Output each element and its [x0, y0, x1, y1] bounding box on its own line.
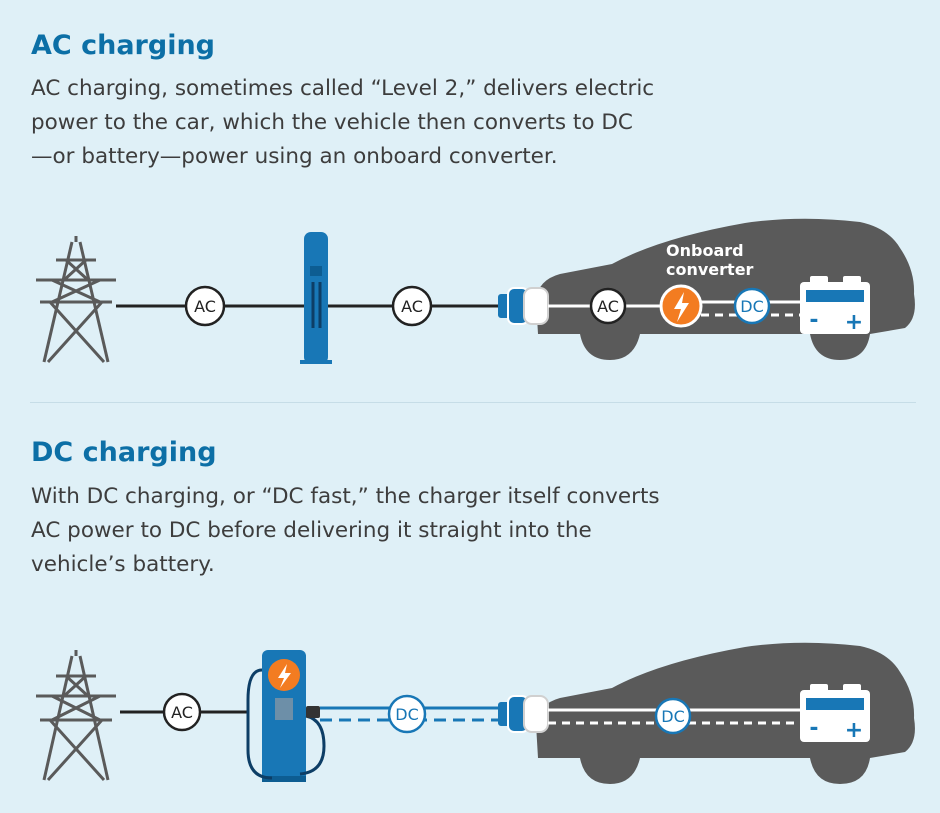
car-ac-current-badge: AC [589, 287, 627, 325]
ac-section-title: AC charging [31, 30, 216, 61]
dc-cable-current-label: DC [395, 705, 419, 724]
dc-desc-line-3: vehicle’s battery. [31, 552, 215, 577]
battery-minus-label: - [809, 716, 818, 741]
dc-charging-diagram: AC DC DC [36, 642, 915, 784]
battery-plus-label: + [845, 310, 863, 335]
car-dc-current-badge: DC [733, 287, 771, 325]
ac-grid-current-badge: AC [184, 285, 226, 327]
dc-section-title: DC charging [31, 437, 217, 468]
dc-desc-line-1: With DC charging, or “DC fast,” the char… [31, 484, 660, 509]
converter-label-line1: Onboard [666, 241, 744, 260]
battery-plus-label: + [845, 718, 863, 743]
level2-charger-icon [300, 232, 332, 364]
ac-desc-line-1: AC charging, sometimes called “Level 2,”… [31, 76, 655, 101]
dc-section-description: With DC charging, or “DC fast,” the char… [31, 480, 731, 582]
dc-desc-line-2: AC power to DC before delivering it stra… [31, 518, 592, 543]
onboard-converter-icon [659, 284, 703, 328]
ac-cable-current-badge: AC [391, 285, 433, 327]
ac-section-description: AC charging, sometimes called “Level 2,”… [31, 72, 731, 174]
car-silhouette [536, 642, 915, 784]
ac-desc-line-2: power to the car, which the vehicle then… [31, 110, 633, 135]
power-tower-icon [36, 650, 116, 782]
battery-icon: - + [800, 276, 870, 335]
car-dc-current-label: DC [740, 297, 764, 316]
ac-charging-diagram: AC AC AC Onboard converte [36, 218, 915, 364]
converter-label-line2: converter [666, 260, 754, 279]
dc-grid-current-label: AC [171, 703, 193, 722]
car-ac-current-label: AC [597, 297, 619, 316]
car-dc-current-badge: DC [654, 697, 692, 735]
battery-icon: - + [800, 684, 870, 743]
dc-charging-section: DC charging With DC charging, or “DC fas… [0, 405, 940, 813]
ac-charging-section: AC charging AC charging, sometimes calle… [0, 0, 940, 400]
ac-cable-current-label: AC [401, 297, 423, 316]
power-tower-icon [36, 236, 116, 364]
ac-desc-line-3: —or battery—power using an onboard conve… [31, 144, 558, 169]
dc-grid-current-badge: AC [162, 692, 202, 732]
charging-plug-icon [498, 287, 549, 325]
dc-fast-charger-icon [246, 650, 326, 782]
dc-cable-current-badge: DC [387, 694, 427, 734]
battery-minus-label: - [809, 308, 818, 333]
car-dc-current-label: DC [661, 707, 685, 726]
section-divider [30, 402, 916, 403]
charging-plug-icon [498, 695, 549, 733]
ac-grid-current-label: AC [194, 297, 216, 316]
